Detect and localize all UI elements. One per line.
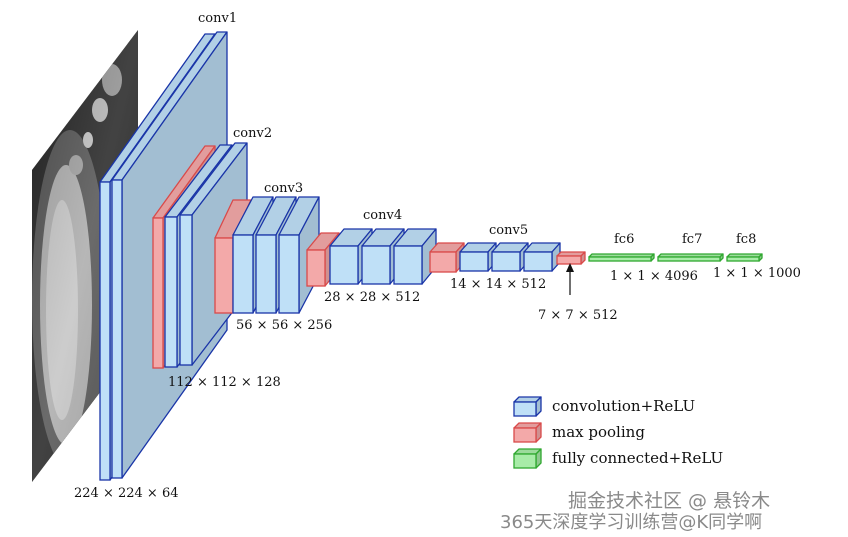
watermark-line2: 365天深度学习训练营@K同学啊: [500, 512, 762, 533]
conv4-size: 28 × 28 × 512: [324, 290, 420, 305]
legend-item-pool: max pooling: [513, 422, 645, 443]
fc7-block: [657, 253, 724, 262]
legend-label-fc: fully connected+ReLU: [552, 449, 723, 467]
pool5-size: 7 × 7 × 512: [538, 308, 618, 323]
pool5-arrow: [566, 263, 574, 295]
fc8-size: 1 × 1 × 1000: [713, 266, 801, 281]
conv5-block-a: [459, 242, 497, 272]
fc8-block: [726, 253, 763, 262]
conv4-title: conv4: [363, 208, 402, 223]
conv5-block-c: [523, 242, 561, 272]
fc6-block: [588, 253, 655, 262]
conv1-title: conv1: [198, 11, 237, 26]
legend-item-fc: fully connected+ReLU: [513, 448, 723, 469]
legend-label-conv: convolution+ReLU: [552, 397, 695, 415]
watermark: 掘金技术社区 @ 悬铃木 365天深度学习训练营@K同学啊: [500, 490, 770, 533]
conv2-size: 112 × 112 × 128: [168, 375, 281, 390]
conv5-size: 14 × 14 × 512: [450, 277, 546, 292]
fc6-title: fc6: [614, 232, 634, 247]
legend-swatch-0: [513, 396, 542, 417]
legend-label-pool: max pooling: [552, 423, 645, 441]
conv5-title: conv5: [489, 223, 528, 238]
fc6-size: 1 × 1 × 4096: [610, 269, 698, 284]
legend-swatch-1: [513, 422, 542, 443]
conv1-size: 224 × 224 × 64: [74, 486, 178, 501]
layer-blocks: [99, 31, 763, 481]
conv3-size: 56 × 56 × 256: [236, 318, 332, 333]
conv5-block-b: [491, 242, 529, 272]
watermark-line1: 掘金技术社区 @ 悬铃木: [568, 490, 770, 512]
fc7-title: fc7: [682, 232, 702, 247]
conv2-title: conv2: [233, 126, 272, 141]
conv3-title: conv3: [264, 181, 303, 196]
layer-labels: conv1 224 × 224 × 64 conv2 112 × 112 × 128 c…: [74, 11, 801, 501]
pool5-block: [556, 251, 586, 265]
legend-swatch-2: [513, 448, 542, 469]
legend: convolution+ReLU max pooling fully conne…: [513, 396, 723, 469]
fc8-title: fc8: [736, 232, 756, 247]
legend-item-conv: convolution+ReLU: [513, 396, 695, 417]
pool4-block: [429, 242, 465, 273]
